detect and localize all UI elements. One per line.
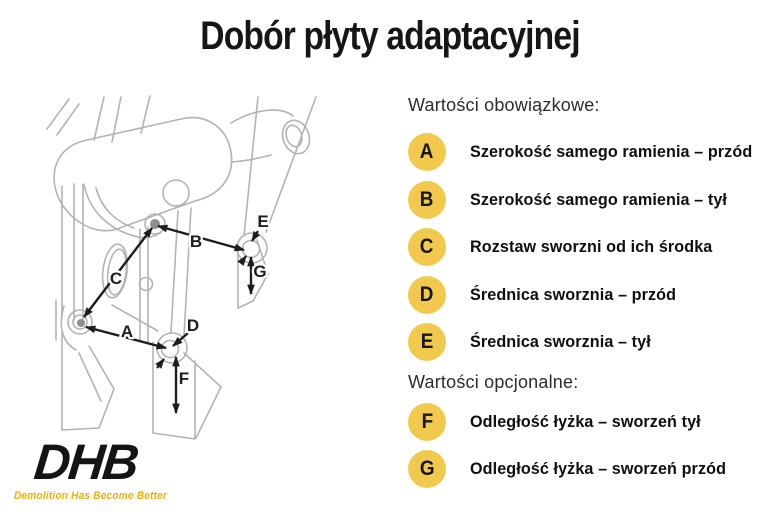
dimension-callout-d [172,332,189,347]
dimension-label-c: C [110,269,122,288]
dimension-arrow-b [156,224,246,252]
logo-wordmark: DHB [31,434,140,490]
legend-label-c: Rozstaw sworzni od ich środka [470,237,713,256]
badge-letter: B [420,187,434,211]
badge-a: A [408,133,446,171]
legend-item-g: G Odległość łyżka – sworzeń przód [408,450,780,488]
badge-letter: E [420,330,434,353]
arm-dimension-diagram: A B C D E F G [46,95,317,440]
badge-d: D [408,275,446,314]
dimension-label-e: E [257,212,268,231]
dimension-label-b: B [190,232,202,251]
badge-letter: G [419,457,435,480]
badge-g: G [408,450,446,488]
page-title: Dobór płyty adaptacyjnej [200,14,580,58]
dhb-logo: DHB Demolition Has Become Better [14,434,180,504]
dimension-callout-d2 [155,358,165,369]
badge-b: B [408,180,446,219]
legend: Wartości obowiązkowe: A Szerokość samego… [408,94,780,498]
legend-item-d: D Średnica sworznia – przód [408,275,780,314]
badge-c: C [408,228,446,266]
legend-item-f: F Odległość łyżka – sworzeń tył [408,402,780,441]
badge-letter: C [420,235,434,258]
legend-item-a: A Szerokość samego ramienia – przód [408,133,780,171]
dimension-arrow-c [83,227,153,318]
optional-values-header: Wartości opcjonalne: [408,371,579,392]
required-values-header: Wartości obowiązkowe: [408,95,600,115]
dimension-label-f: F [179,369,189,388]
dimension-label-g: G [253,262,266,281]
legend-item-b: B Szerokość samego ramienia – tył [408,180,780,219]
logo-tagline: Demolition Has Become Better [14,490,168,502]
badge-letter: D [420,282,434,306]
dimension-labels: A B C D E F G [108,210,271,391]
dimension-callout-e2 [237,255,247,266]
legend-label-a: Szerokość samego ramienia – przód [470,142,753,161]
badge-f: F [408,402,446,441]
dimension-label-d: D [187,316,199,335]
legend-item-e: E Średnica sworznia – tył [408,323,780,361]
badge-letter: A [420,140,434,163]
dimension-arrows [83,224,261,415]
dimension-arrow-a [84,325,168,350]
badge-e: E [408,323,446,361]
dimension-label-a: A [121,322,133,341]
legend-label-d: Średnica sworznia – przód [470,284,677,304]
dimension-callout-e [251,230,261,242]
legend-label-e: Średnica sworznia – tył [470,332,651,351]
legend-label-b: Szerokość samego ramienia – tył [470,189,727,209]
legend-label-g: Odległość łyżka – sworzeń przód [470,459,727,478]
legend-label-f: Odległość łyżka – sworzeń tył [470,411,701,431]
legend-item-c: C Rozstaw sworzni od ich środka [408,228,780,266]
badge-letter: F [421,409,433,433]
